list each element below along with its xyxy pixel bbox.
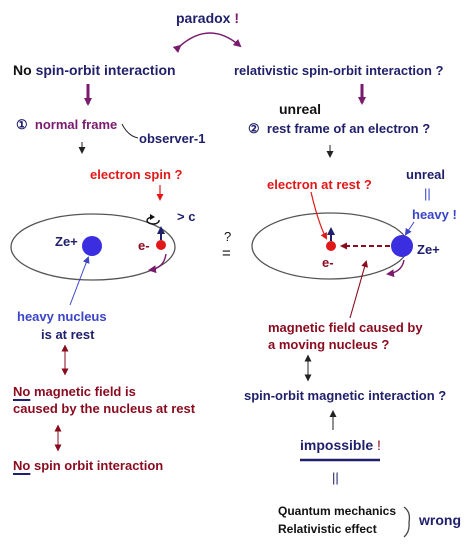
left-orbit-direction-arrow bbox=[148, 253, 167, 274]
magnetic-field-line2: a moving nucleus ? bbox=[268, 337, 390, 352]
speed-label: > c bbox=[177, 209, 196, 224]
right-orbit-direction-arrow bbox=[386, 259, 405, 278]
heavy-nucleus-pointer bbox=[69, 256, 90, 306]
spin-orbit-question: spin-orbit magnetic interaction ? bbox=[244, 388, 447, 403]
right-nucleus-label: Ze+ bbox=[417, 242, 440, 257]
left-heading: No spin-orbit interaction bbox=[13, 62, 176, 78]
electron-rest-pointer bbox=[310, 191, 327, 240]
left-rotation-icon bbox=[146, 216, 160, 225]
heavy-nucleus-line1: heavy nucleus bbox=[17, 309, 107, 324]
wrong-brace bbox=[403, 506, 411, 538]
paradox-arc-arrow bbox=[172, 32, 242, 53]
observer-label: observer-1 bbox=[139, 131, 206, 146]
unreal-label-1: unreal bbox=[279, 101, 322, 117]
right-electron bbox=[326, 241, 336, 251]
right-frame-label: ② rest frame of an electron ? bbox=[248, 121, 431, 136]
right-heading: relativistic spin-orbit interaction ? bbox=[234, 63, 444, 78]
heavy-pointer bbox=[404, 221, 415, 236]
wrong-label: wrong bbox=[419, 512, 461, 528]
impossible-label: impossible ! bbox=[300, 437, 381, 453]
unreal-label-2: unreal bbox=[406, 167, 446, 182]
left-orbit bbox=[10, 213, 176, 281]
observer-pointer bbox=[121, 123, 139, 139]
left-final-conclusion: No spin orbit interaction bbox=[13, 458, 164, 473]
impossible-parallel: || bbox=[332, 470, 339, 485]
left-electron bbox=[156, 240, 166, 250]
paradox-title: paradox ! bbox=[176, 10, 240, 26]
left-nucleus-label: Ze+ bbox=[55, 234, 78, 249]
left-nucleus bbox=[82, 236, 102, 256]
quantum-mechanics-label: Quantum mechanics bbox=[278, 504, 397, 518]
relativistic-effect-label: Relativistic effect bbox=[278, 522, 377, 536]
magnetic-field-pointer bbox=[349, 260, 368, 319]
middle-question: ? bbox=[224, 229, 232, 244]
electron-at-rest-label: electron at rest ? bbox=[267, 177, 372, 192]
left-electron-label: e- bbox=[138, 238, 150, 253]
left-frame-label: ① normal frame bbox=[16, 117, 118, 132]
left-magnetic-line1: No magnetic field is bbox=[13, 384, 136, 399]
heavy-nucleus-line2: is at rest bbox=[41, 327, 95, 342]
left-magnetic-line2: caused by the nucleus at rest bbox=[13, 401, 196, 416]
heavy-label: heavy ! bbox=[412, 207, 457, 222]
right-electron-label: e- bbox=[322, 255, 334, 270]
electron-spin-label: electron spin ? bbox=[90, 167, 183, 182]
right-nucleus bbox=[391, 235, 413, 257]
unreal-parallel: || bbox=[424, 186, 431, 201]
middle-equals: = bbox=[222, 245, 231, 262]
magnetic-field-line1: magnetic field caused by bbox=[268, 320, 423, 335]
